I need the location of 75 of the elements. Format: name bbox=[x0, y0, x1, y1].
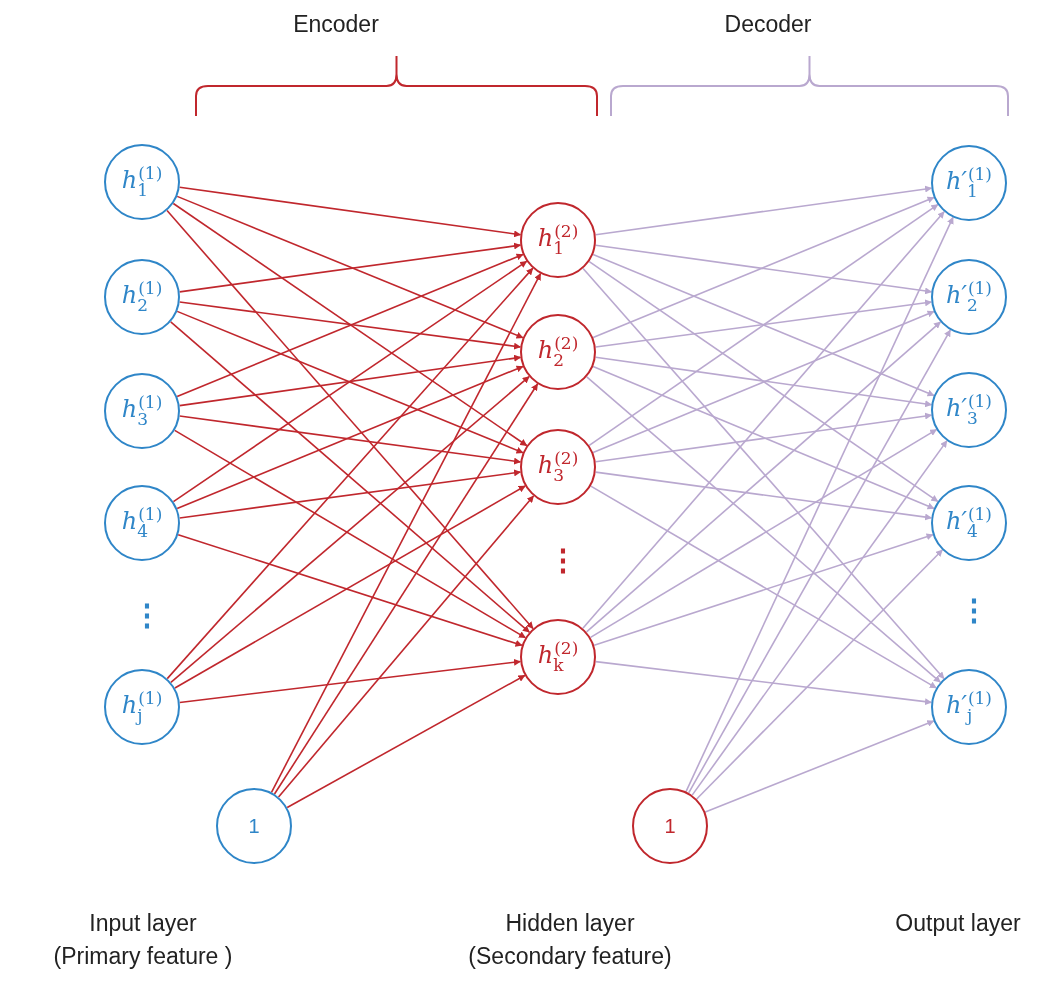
arrow bbox=[685, 216, 954, 793]
arrow bbox=[687, 329, 952, 794]
arrow bbox=[704, 720, 935, 813]
neuron-circle bbox=[520, 619, 596, 695]
neuron-circle bbox=[104, 373, 180, 449]
arrow bbox=[593, 533, 934, 646]
arrow bbox=[169, 321, 531, 633]
arrow bbox=[174, 485, 526, 689]
arrow bbox=[172, 202, 528, 447]
arrow bbox=[176, 195, 524, 339]
neuron-circle bbox=[520, 314, 596, 390]
arrow bbox=[594, 412, 933, 463]
arrow bbox=[176, 310, 524, 454]
neuron-label: 1 bbox=[248, 816, 260, 836]
arrow bbox=[594, 244, 933, 295]
neuron-circle bbox=[104, 669, 180, 745]
arrow bbox=[582, 267, 945, 680]
arrow bbox=[588, 260, 939, 503]
arrow bbox=[178, 469, 522, 519]
arrow bbox=[166, 209, 534, 630]
arrow bbox=[594, 185, 933, 236]
arrow bbox=[176, 253, 524, 398]
arrow bbox=[178, 415, 522, 465]
neuron-circle bbox=[632, 788, 708, 864]
arrow bbox=[273, 383, 539, 795]
arrow bbox=[176, 365, 524, 510]
arrow bbox=[178, 354, 522, 407]
arrow bbox=[592, 253, 935, 397]
neuron-circle bbox=[104, 144, 180, 220]
arrow bbox=[588, 203, 939, 447]
arrow bbox=[582, 210, 945, 630]
arrow bbox=[178, 658, 522, 704]
arrow bbox=[166, 267, 534, 680]
arrow bbox=[178, 301, 522, 350]
arrow bbox=[173, 429, 527, 639]
arrow bbox=[695, 549, 944, 800]
ellipsis: ⋮ bbox=[548, 545, 568, 575]
text-label: Output layer bbox=[894, 909, 1022, 938]
arrow bbox=[589, 428, 938, 639]
arrow bbox=[592, 310, 935, 454]
arrow bbox=[594, 299, 933, 348]
arrow bbox=[172, 260, 528, 503]
neuron-circle bbox=[931, 259, 1007, 335]
neuron-circle bbox=[931, 669, 1007, 745]
arrow bbox=[590, 485, 937, 689]
text-label: Encoder bbox=[292, 10, 380, 39]
text-label: Input layer (Primary feature ) bbox=[52, 909, 234, 972]
text-label: Decoder bbox=[723, 10, 813, 39]
arrow bbox=[592, 196, 935, 339]
arrow bbox=[585, 376, 942, 683]
arrow bbox=[592, 365, 935, 510]
neuron-circle bbox=[216, 788, 292, 864]
arrow bbox=[594, 356, 933, 408]
neuron-label: 1 bbox=[664, 816, 676, 836]
arrow bbox=[594, 471, 933, 521]
arrow bbox=[170, 375, 530, 684]
ellipsis: ⋮ bbox=[959, 595, 979, 625]
arrow bbox=[270, 272, 542, 794]
neuron-circle bbox=[931, 372, 1007, 448]
arrow bbox=[594, 660, 933, 706]
neuron-circle bbox=[931, 485, 1007, 561]
ellipsis: ⋮ bbox=[132, 600, 152, 630]
arrow bbox=[286, 674, 526, 809]
neuron-circle bbox=[520, 202, 596, 278]
text-label: Hidden layer (Secondary feature) bbox=[467, 909, 673, 972]
neuron-circle bbox=[931, 145, 1007, 221]
arrow bbox=[178, 242, 522, 293]
arrow bbox=[585, 321, 942, 633]
arrow bbox=[177, 533, 523, 647]
arrow bbox=[178, 186, 522, 238]
neuron-circle bbox=[104, 485, 180, 561]
arrow bbox=[277, 495, 535, 798]
neuron-circle bbox=[104, 259, 180, 335]
neuron-circle bbox=[520, 429, 596, 505]
arrow bbox=[691, 440, 948, 796]
